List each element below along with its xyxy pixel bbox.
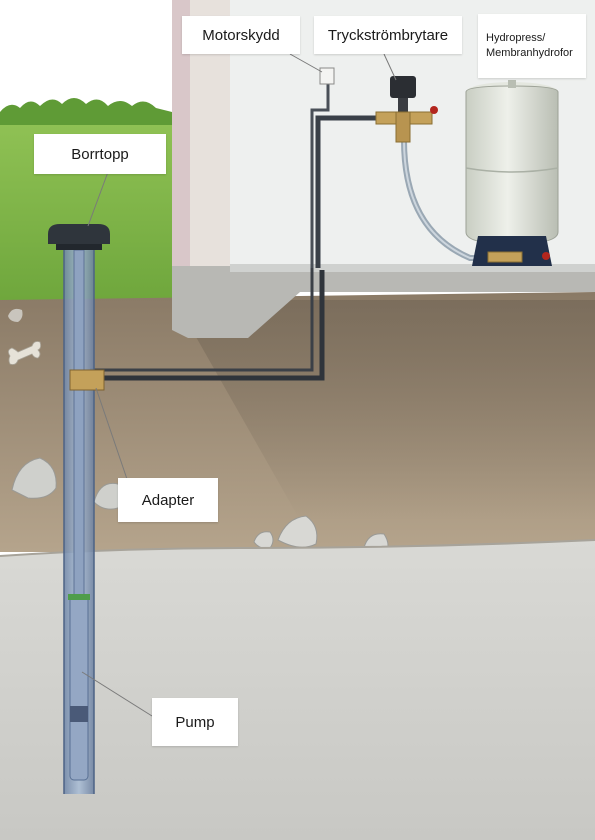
well-cap-rim bbox=[56, 244, 102, 250]
pump-intake bbox=[70, 706, 88, 722]
valve-handle bbox=[430, 106, 438, 114]
tank-nozzle bbox=[508, 80, 516, 88]
leader-borrtopp bbox=[87, 171, 109, 227]
leader-tryckstrombrytare bbox=[383, 53, 397, 81]
label-borrtopp: Borrtopp bbox=[34, 134, 166, 174]
label-tryckstrombrytare: Tryckströmbrytare bbox=[314, 16, 462, 54]
pressure-switch-body bbox=[390, 76, 416, 98]
stone bbox=[8, 308, 23, 322]
motor-protection-box bbox=[319, 67, 335, 85]
pump-green-collar bbox=[68, 594, 90, 600]
house-outer-wall bbox=[172, 0, 190, 280]
stone bbox=[11, 457, 57, 499]
tank-seam bbox=[465, 167, 559, 173]
electric-cable bbox=[90, 268, 314, 372]
electric-cable-inside bbox=[310, 80, 330, 268]
label-adapter: Adapter bbox=[118, 478, 218, 522]
pressure-tank bbox=[465, 85, 559, 245]
bedrock bbox=[0, 540, 595, 840]
floor-slab bbox=[172, 266, 595, 338]
label-hydropress-line2: Membranhydrofor bbox=[486, 47, 573, 59]
adapter-fitting bbox=[69, 369, 105, 391]
leader-pump bbox=[81, 671, 153, 717]
tank-fitting bbox=[487, 251, 523, 263]
hose-highlight bbox=[403, 139, 490, 259]
floor-surface bbox=[230, 264, 595, 272]
pressure-switch-neck bbox=[398, 98, 408, 114]
submersible-pump bbox=[69, 595, 89, 781]
valve-body bbox=[395, 111, 411, 143]
label-hydropress: Hydropress/ Membranhydrofor bbox=[478, 14, 586, 78]
label-motorskydd: Motorskydd bbox=[182, 16, 300, 54]
house-shadow bbox=[175, 300, 595, 520]
label-pump: Pump bbox=[152, 698, 238, 746]
bone bbox=[8, 341, 42, 365]
leader-adapter bbox=[95, 387, 129, 483]
supply-pipe-inside bbox=[315, 115, 388, 268]
drop-pipe bbox=[73, 249, 85, 601]
label-hydropress-line1: Hydropress/ bbox=[486, 32, 546, 44]
tank-valve-handle bbox=[542, 252, 550, 260]
leader-motorskydd bbox=[289, 53, 323, 73]
supply-pipe bbox=[90, 270, 325, 381]
well-cap bbox=[48, 224, 110, 244]
